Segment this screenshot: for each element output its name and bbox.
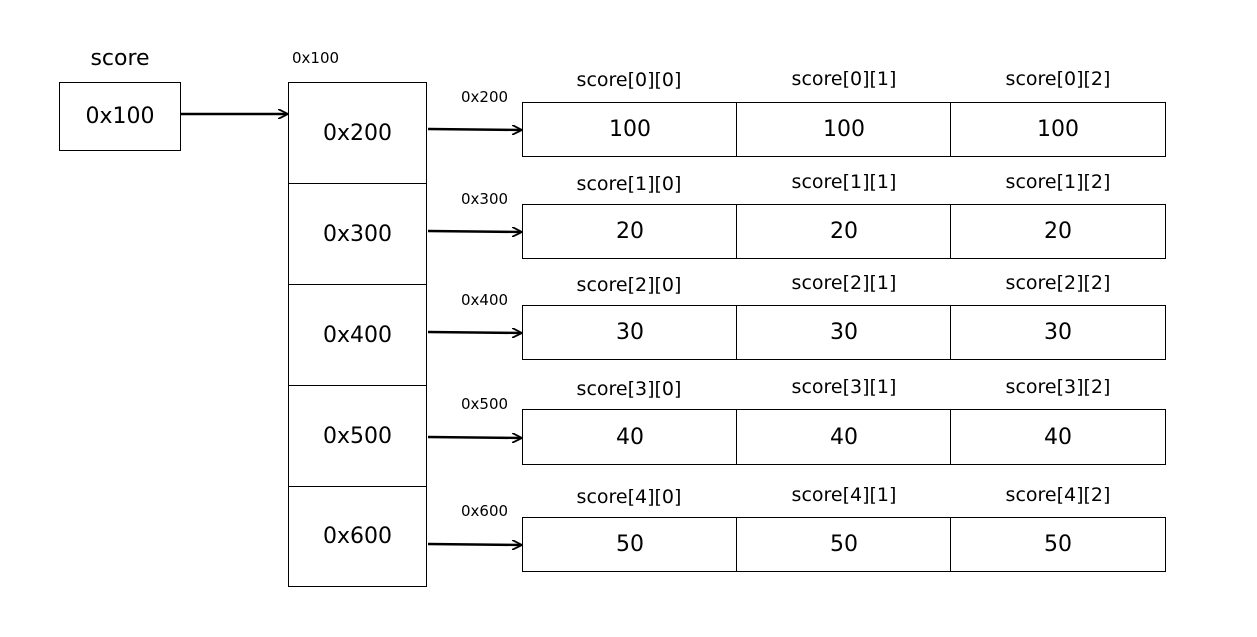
element-cell: 50 — [522, 517, 738, 572]
element-cell: 20 — [950, 204, 1166, 259]
element-label: score[1][1] — [791, 171, 897, 193]
element-value: 100 — [609, 117, 651, 142]
element-cell: 40 — [736, 409, 952, 465]
element-label: score[2][2] — [1005, 272, 1111, 294]
element-label: score[3][0] — [576, 378, 682, 400]
element-value: 40 — [830, 424, 858, 450]
element-label: score[0][0] — [576, 69, 682, 91]
row-array-cell-value: 0x300 — [322, 221, 392, 247]
element-cell: 100 — [736, 102, 952, 157]
row-array-cell-value: 0x200 — [322, 120, 392, 146]
element-label: score[0][2] — [1005, 68, 1111, 90]
element-value: 40 — [1044, 424, 1072, 450]
element-label: score[3][2] — [1005, 376, 1111, 398]
element-value: 40 — [616, 424, 644, 450]
element-label: score[3][1] — [791, 376, 897, 398]
row-array-cell-value: 0x600 — [322, 524, 392, 549]
element-value: 50 — [1044, 532, 1072, 557]
row-address-2: 0x400 — [461, 291, 509, 309]
element-label: score[0][1] — [791, 68, 897, 90]
element-cell: 50 — [736, 517, 952, 572]
element-cell: 20 — [736, 204, 952, 259]
row-address-3: 0x500 — [461, 395, 509, 413]
element-label: score[2][1] — [791, 272, 897, 294]
element-cell: 30 — [950, 305, 1166, 360]
row-array-cell-3: 0x500 — [288, 385, 427, 487]
element-value: 50 — [830, 532, 858, 557]
element-cell: 30 — [736, 305, 952, 360]
element-value: 20 — [830, 219, 858, 244]
row-address-0: 0x200 — [461, 88, 509, 106]
element-cell: 40 — [950, 409, 1166, 465]
row-array-cell-1: 0x300 — [288, 183, 427, 285]
row-array-cell-value: 0x500 — [322, 423, 392, 449]
element-cell: 100 — [950, 102, 1166, 157]
element-value: 30 — [1044, 320, 1072, 345]
element-value: 100 — [1037, 117, 1079, 142]
element-cell: 50 — [950, 517, 1166, 572]
row-array-cell-0: 0x200 — [288, 82, 427, 184]
element-label: score[1][0] — [576, 173, 682, 195]
row-arrow-0 — [427, 129, 521, 130]
element-cell: 100 — [522, 102, 738, 157]
element-cell: 40 — [522, 409, 738, 465]
pointer-value: 0x100 — [85, 104, 155, 129]
pointer-name-label: score — [90, 46, 150, 71]
element-cell: 30 — [522, 305, 738, 360]
element-cell: 20 — [522, 204, 738, 259]
element-value: 100 — [823, 117, 865, 142]
element-label: score[4][0] — [576, 486, 682, 508]
row-address-1: 0x300 — [461, 190, 509, 208]
row-arrow-2 — [427, 332, 521, 333]
element-value: 30 — [616, 320, 644, 345]
pointer-box: 0x100 — [59, 82, 181, 151]
row-arrow-1 — [427, 231, 521, 232]
row-array-address: 0x100 — [292, 49, 340, 67]
row-arrow-4 — [427, 544, 521, 545]
row-array-cell-4: 0x600 — [288, 486, 427, 587]
element-label: score[1][2] — [1005, 171, 1111, 193]
element-value: 20 — [1044, 219, 1072, 244]
element-label: score[4][2] — [1005, 484, 1111, 506]
row-array-cell-value: 0x400 — [322, 322, 392, 348]
element-label: score[4][1] — [791, 484, 897, 506]
element-value: 30 — [830, 320, 858, 345]
row-array-cell-2: 0x400 — [288, 284, 427, 386]
row-arrow-3 — [427, 437, 521, 438]
element-label: score[2][0] — [576, 274, 682, 296]
row-address-4: 0x600 — [461, 502, 509, 520]
element-value: 50 — [616, 532, 644, 557]
element-value: 20 — [616, 219, 644, 244]
